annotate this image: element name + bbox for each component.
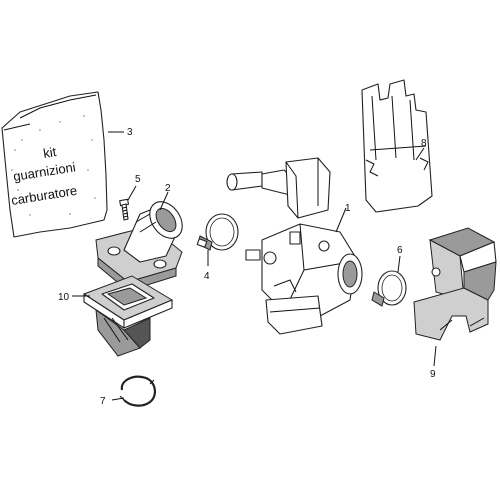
reed-valve-block <box>82 275 174 357</box>
callout-4: 4 <box>204 271 210 282</box>
callout-2: 2 <box>165 183 171 194</box>
gasket-kit-bag: kit guarnizioni carburatore <box>1 91 108 238</box>
callout-8: 8 <box>421 138 427 149</box>
callout-3: 3 <box>127 127 133 138</box>
reed-petal-plate <box>361 79 433 213</box>
hose-clamp-large <box>196 213 239 251</box>
screw-part <box>119 198 130 221</box>
spring-clip <box>119 375 156 407</box>
callout-6: 6 <box>397 245 403 256</box>
callout-1: 1 <box>345 203 351 214</box>
carburetor <box>226 157 363 335</box>
spacer-block <box>413 227 497 341</box>
kit-label-line1: kit <box>42 144 58 161</box>
callout-leaders <box>72 131 437 401</box>
callout-5: 5 <box>135 174 141 185</box>
intake-manifold <box>95 201 183 292</box>
callout-9: 9 <box>430 369 436 380</box>
hose-clamp-small <box>371 270 407 307</box>
callout-7: 7 <box>100 396 106 407</box>
callout-numbers: 1 2 3 4 5 6 7 8 9 10 <box>58 127 436 407</box>
callout-10: 10 <box>58 292 70 303</box>
